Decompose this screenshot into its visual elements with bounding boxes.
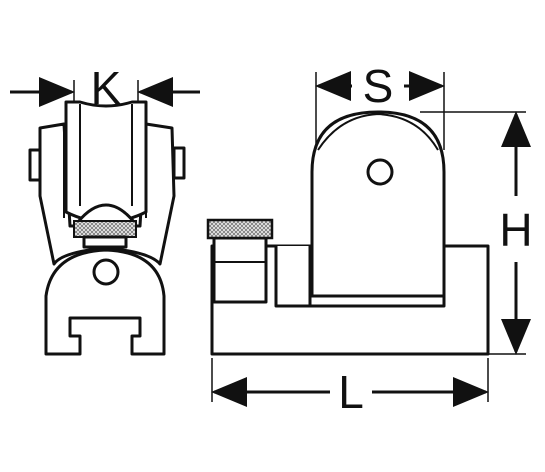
track-slide-end <box>44 248 166 356</box>
sheave-housing-side <box>310 110 446 298</box>
s-label: S <box>363 60 394 112</box>
swivel-hole <box>92 258 120 286</box>
h-label: H <box>499 204 532 256</box>
sheave-groove-edges <box>79 104 133 206</box>
axle-pin-right <box>172 146 186 180</box>
knurl-neck <box>82 235 128 249</box>
axle-hole-side <box>366 158 394 186</box>
knurled-knob-side <box>206 218 274 240</box>
s-dimension: S <box>315 60 445 150</box>
sheave-rim-line <box>317 112 439 151</box>
car-recess <box>274 246 312 308</box>
h-dimension: H <box>420 111 533 355</box>
side-view: S H L <box>206 60 533 418</box>
l-label: L <box>338 366 364 418</box>
knob-stem <box>212 236 268 304</box>
end-view: K <box>10 62 200 356</box>
l-dimension: L <box>211 358 489 418</box>
knurled-band-end <box>73 220 137 238</box>
